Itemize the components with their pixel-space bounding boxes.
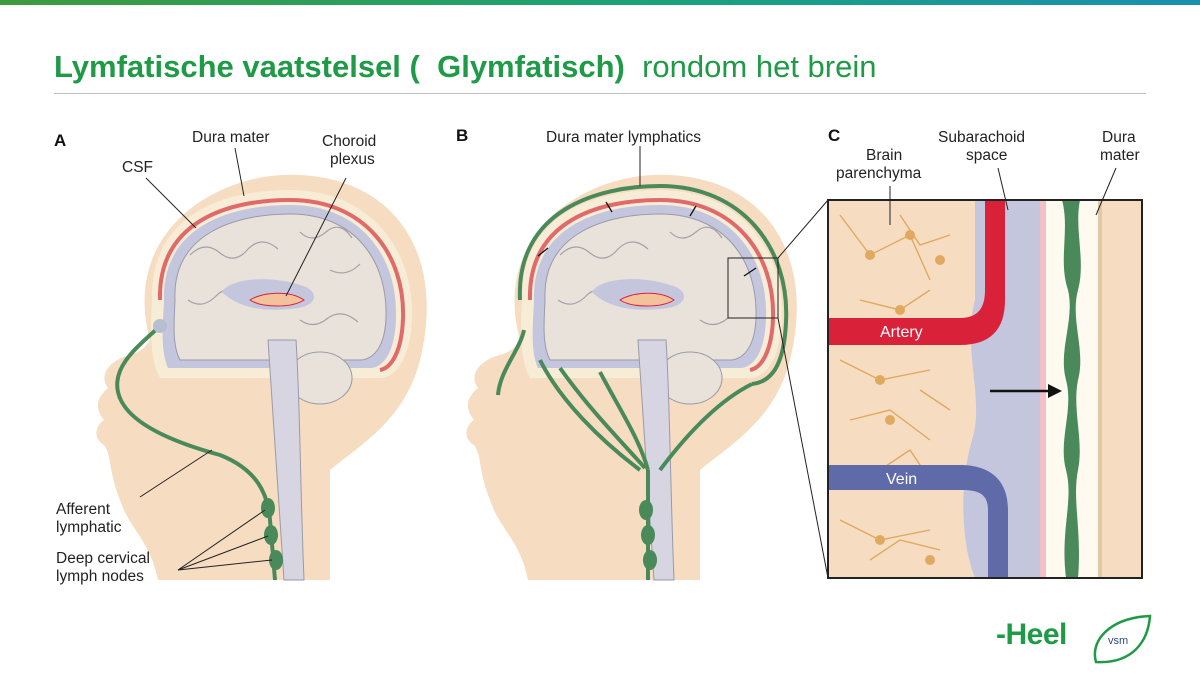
label-afferent-1: Afferent bbox=[56, 501, 111, 518]
panel-b-brainstem bbox=[637, 339, 675, 581]
panel-b-zoom-box bbox=[727, 257, 779, 319]
panel-a-leaders bbox=[139, 147, 347, 571]
panel-a-node-2 bbox=[264, 525, 278, 545]
slide-title: Lymfatische vaatstelsel ( Glymfatisch) r… bbox=[54, 48, 876, 86]
label-afferent-2: lymphatic bbox=[56, 519, 122, 536]
panel-b-choroid-plexus bbox=[619, 292, 675, 307]
title-divider bbox=[54, 93, 1146, 94]
label-artery: Artery bbox=[880, 324, 923, 341]
panel-a: A Dura mater Choroid plexus CSF Afferent… bbox=[54, 129, 427, 585]
vsm-leaf-icon: vsm bbox=[1093, 614, 1152, 664]
panel-a-letter: A bbox=[54, 131, 66, 150]
label-csf: CSF bbox=[122, 159, 153, 176]
zoom-line-bottom bbox=[777, 317, 829, 579]
logo-wordmark: -Heel bbox=[996, 618, 1067, 651]
title-part-2: Glymfatisch) bbox=[437, 49, 625, 84]
title-part-1: Lymfatische vaatstelsel ( bbox=[54, 49, 420, 84]
panel-b-node-1 bbox=[639, 500, 653, 520]
label-choroid-1: Choroid bbox=[322, 133, 376, 150]
panel-b-arrows bbox=[537, 201, 757, 277]
panel-c-letter: C bbox=[828, 126, 840, 145]
panel-a-node-1 bbox=[261, 498, 275, 518]
zoom-line-top bbox=[777, 199, 829, 259]
label-dura-2: mater bbox=[1100, 147, 1140, 164]
panel-c-vein bbox=[828, 465, 1008, 578]
heel-logo: -Heel vsm bbox=[996, 612, 1161, 668]
panel-c-neuron-bodies bbox=[865, 230, 945, 565]
label-dura-lymphatics: Dura mater lymphatics bbox=[546, 129, 701, 146]
panel-a-red-layer bbox=[157, 197, 406, 372]
panel-c-leaders bbox=[889, 167, 1117, 225]
panel-a-choroid-plexus bbox=[249, 292, 305, 307]
panel-c-artery bbox=[828, 200, 1005, 345]
label-brain-2: parenchyma bbox=[836, 165, 922, 182]
panel-b: B Dura mater lymphatics bbox=[456, 126, 829, 581]
panel-c-frame bbox=[827, 199, 1143, 579]
top-accent-bar bbox=[0, 0, 1200, 5]
label-dura-mater: Dura mater bbox=[192, 129, 270, 146]
label-vein: Vein bbox=[886, 471, 917, 488]
panel-c-dural-lymph-vessel bbox=[1062, 200, 1081, 578]
panel-c: Artery Vein C Brain parenchyma Subaracho… bbox=[827, 126, 1143, 579]
panel-a-afferent-lymphatic bbox=[115, 324, 277, 581]
panel-c-dura-line bbox=[1098, 200, 1102, 578]
title-part-3: rondom het brein bbox=[642, 49, 877, 84]
panel-a-brainstem bbox=[267, 339, 305, 581]
panel-c-pia bbox=[1040, 200, 1046, 578]
panel-a-node-3 bbox=[269, 550, 283, 570]
panel-a-lymph-junction bbox=[153, 319, 167, 333]
panel-a-gyri bbox=[187, 226, 361, 326]
panel-b-red-layer bbox=[527, 197, 776, 372]
label-subarachnoid-1: Subarachoid bbox=[938, 129, 1025, 146]
panel-c-flow-arrowhead bbox=[1048, 384, 1062, 398]
label-subarachnoid-2: space bbox=[966, 147, 1007, 164]
label-deep-1: Deep cervical bbox=[56, 550, 150, 567]
label-choroid-2: plexus bbox=[330, 151, 375, 168]
label-dura-1: Dura bbox=[1102, 129, 1136, 146]
logo-vsm-text: vsm bbox=[1108, 635, 1128, 647]
panel-b-letter: B bbox=[456, 126, 468, 145]
label-brain-1: Brain bbox=[866, 147, 902, 164]
panel-b-node-3 bbox=[643, 550, 657, 570]
panel-b-node-2 bbox=[641, 525, 655, 545]
label-deep-2: lymph nodes bbox=[56, 568, 144, 585]
